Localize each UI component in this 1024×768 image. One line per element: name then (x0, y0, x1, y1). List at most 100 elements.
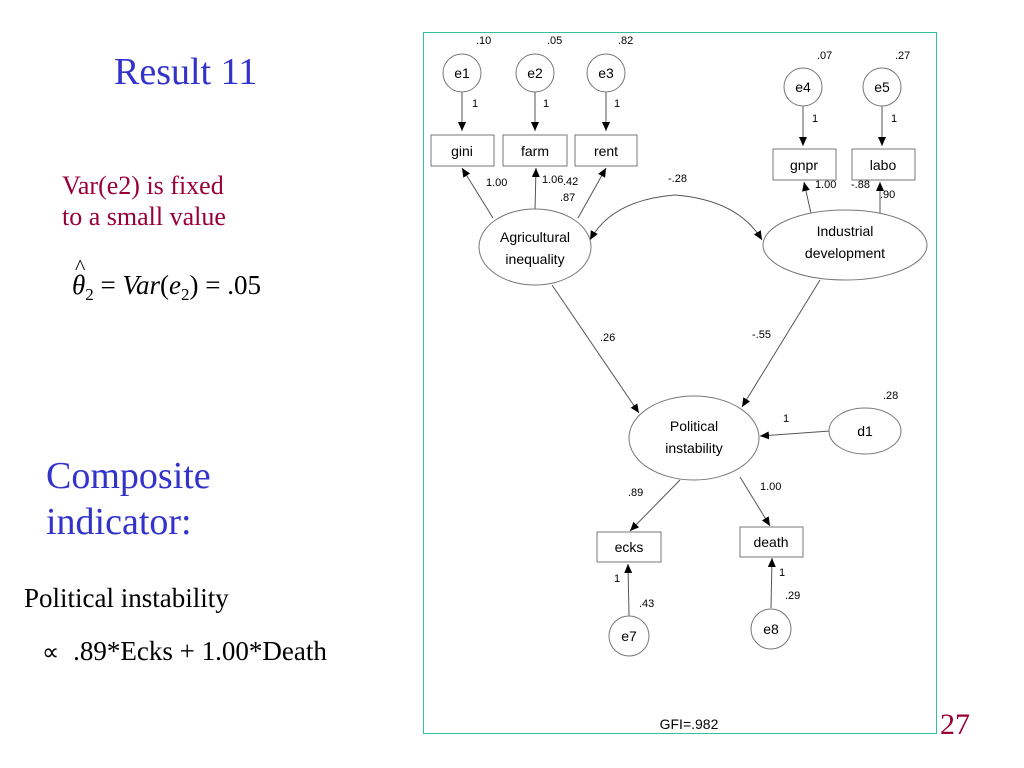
latent-variables: Agricultural inequality Industrial devel… (478, 208, 928, 481)
latent-agri-line-1: Agricultural (500, 229, 570, 245)
edge-agri-farm (531, 167, 540, 212)
path-d1: 1 (783, 413, 789, 425)
variance-formula: θ^2 = Var(e2) = .05 (72, 254, 261, 305)
error-node-e3 (586, 53, 626, 93)
r2-labo: .90 (880, 189, 895, 201)
latent-political-instability (628, 395, 760, 481)
error-label-e5: e5 (874, 79, 890, 95)
var-function: Var (122, 270, 161, 300)
composite-heading-line-1: Composite (46, 455, 211, 497)
path-e1: 1 (472, 98, 478, 110)
error-label-e7: e7 (621, 628, 637, 644)
variance-labels: .10 .05 .82 .07 .27 .28 .43 .29 (476, 35, 910, 610)
path-e5: 1 (891, 113, 897, 125)
path-e7: 1 (614, 573, 620, 585)
error-terms: e1 e2 e3 e4 e5 e7 e8 d1 (442, 53, 902, 657)
indicator-label-ecks: ecks (615, 539, 644, 555)
indicator-gini (430, 134, 495, 167)
indicator-farm (502, 134, 568, 167)
equals-value: = .05 (198, 270, 261, 300)
indicator-gnpr (772, 148, 837, 181)
edge-e8-death (767, 557, 776, 609)
path-e8: 1 (779, 567, 785, 579)
path-e3: 1 (614, 98, 620, 110)
loading-farm: 1.06 (542, 174, 563, 186)
composite-expression: .89*Ecks + 1.00*Death (73, 636, 327, 666)
note-line-2: to a small value (62, 202, 226, 232)
loading-death: 1.00 (760, 481, 781, 493)
edge-agri-rent (577, 167, 607, 219)
latent-industrial-development (762, 209, 928, 281)
indicator-rent (574, 134, 638, 167)
correlation-label: -.28 (668, 173, 687, 185)
path-e4: 1 (812, 113, 818, 125)
disturbance-label-d1: d1 (857, 423, 873, 439)
indicator-label-farm: farm (521, 143, 549, 159)
composite-formula: ∝ .89*Ecks + 1.00*Death (42, 636, 327, 667)
proportional-symbol: ∝ (42, 640, 60, 666)
error-label-e1: e1 (454, 65, 470, 81)
composite-label: Political instability (24, 583, 229, 613)
variance-e2: .05 (547, 35, 562, 47)
coefficient-labels: 1.00 1.06 .42 .87 1.00 -.88 .90 -.28 .26… (486, 173, 895, 499)
r2-farm: .42 (563, 176, 578, 188)
indicator-label-labo: labo (870, 157, 897, 173)
error-node-e8 (750, 608, 792, 650)
paren-open: ( (160, 270, 170, 300)
indicator-label-gnpr: gnpr (790, 157, 818, 173)
variance-e1: .10 (476, 35, 491, 47)
edge-agri-pol (551, 284, 640, 414)
error-label-e2: e2 (527, 65, 543, 81)
theta-hat: θ^ (72, 254, 86, 301)
loading-gnpr: 1.00 (815, 179, 836, 191)
fixed-path-labels: 1 1 1 1 1 1 1 1 (472, 98, 897, 585)
theta-subscript: 2 (85, 285, 94, 304)
theta-symbol: θ (72, 270, 86, 300)
paren-close: ) (189, 270, 199, 300)
edge-ind-gnpr (802, 181, 813, 219)
variance-e4: .07 (817, 50, 832, 62)
indicator-labo (851, 148, 916, 181)
error-node-e1 (442, 53, 482, 93)
loading-labo: -.88 (851, 179, 870, 191)
diagram-edges (458, 92, 886, 617)
composite-heading-line-2: indicator: (46, 500, 192, 543)
fixed-variance-note: Var(e2) is fixed to a small value (62, 170, 226, 232)
e-symbol: e (169, 270, 181, 300)
slide-title: Result 11 (114, 51, 258, 93)
variance-e7: .43 (639, 598, 654, 610)
edge-pol-death (739, 476, 771, 527)
indicator-ecks (596, 531, 662, 563)
error-node-e2 (515, 53, 555, 93)
latent-ind-line-1: Industrial (817, 223, 874, 239)
latent-ind-line-2: development (805, 245, 885, 261)
edge-correlation-right (674, 194, 763, 241)
error-label-e8: e8 (763, 621, 779, 637)
latent-pol-line-1: Political (670, 418, 718, 434)
equals-1: = (93, 270, 123, 300)
error-node-e4 (783, 67, 823, 107)
diagram-frame (423, 32, 937, 734)
e-subscript: 2 (181, 285, 190, 304)
edge-ind-pol (741, 279, 821, 408)
error-label-e3: e3 (598, 65, 614, 81)
hat-accent: ^ (75, 254, 86, 279)
edge-d1-pol (759, 430, 831, 440)
disturbance-node-d1 (828, 407, 902, 455)
loading-ecks: .89 (628, 487, 643, 499)
indicator-death (739, 526, 804, 558)
page-number: 27 (940, 708, 970, 741)
indicator-label-rent: rent (594, 143, 618, 159)
edge-correlation-left (589, 194, 676, 241)
indicator-label-gini: gini (451, 143, 473, 159)
variance-d1: .28 (883, 390, 898, 402)
variance-e3: .82 (618, 35, 633, 47)
error-node-e5 (862, 67, 902, 107)
gfi-label: GFI=.982 (660, 716, 719, 732)
edge-e7-ecks (624, 563, 633, 617)
error-node-e7 (608, 615, 650, 657)
variance-e5: .27 (895, 50, 910, 62)
composite-heading: Composite indicator: (46, 454, 211, 545)
effect-agri-pol: .26 (600, 332, 615, 344)
